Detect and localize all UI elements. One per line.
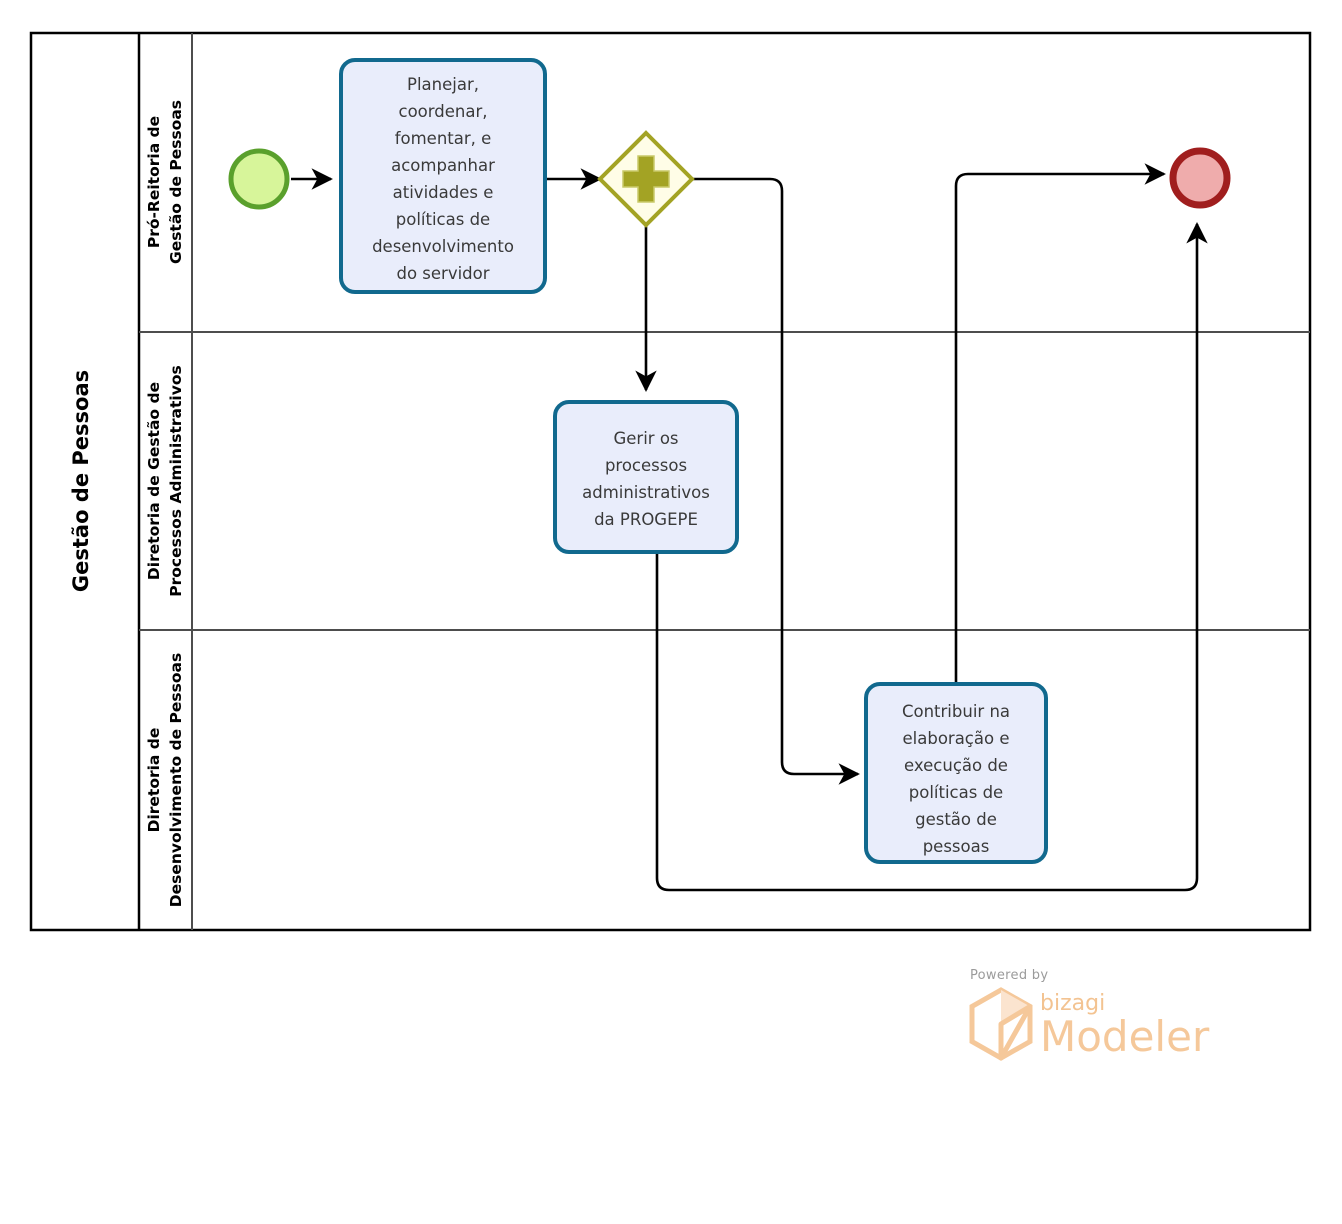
task-contribuir-line: gestão de bbox=[915, 810, 997, 829]
task-gerir-line: processos bbox=[605, 456, 687, 475]
plus-icon bbox=[622, 155, 670, 203]
task-gerir-line: Gerir os bbox=[613, 429, 678, 448]
end-event[interactable] bbox=[1169, 147, 1231, 209]
task-planejar-line: atividades e bbox=[393, 183, 494, 202]
task-planejar-line: do servidor bbox=[396, 264, 489, 283]
task-planejar-line: políticas de bbox=[396, 210, 490, 229]
flow-contribuir-to-end bbox=[954, 163, 1166, 688]
task-planejar[interactable]: Planejar, coordenar, fomentar, e acompan… bbox=[339, 58, 547, 294]
lane-label-line: Pró-Reitoria de bbox=[145, 116, 163, 248]
task-planejar-line: desenvolvimento bbox=[372, 237, 514, 256]
start-event[interactable] bbox=[228, 148, 290, 210]
lane-label-processos-administrativos: Diretoria de Gestão de Processos Adminis… bbox=[145, 365, 185, 596]
task-gerir-box[interactable] bbox=[553, 400, 739, 554]
task-planejar-line: coordenar, bbox=[399, 102, 488, 121]
task-planejar-box[interactable] bbox=[339, 58, 547, 294]
task-gerir-line: da PROGEPE bbox=[594, 510, 698, 529]
lane-label-line: Diretoria de Gestão de bbox=[145, 382, 163, 580]
parallel-gateway[interactable] bbox=[597, 130, 695, 228]
lane-label-line: Gestão de Pessoas bbox=[167, 100, 185, 264]
lane-label-line: Diretoria de bbox=[145, 728, 163, 833]
lane-label-desenvolvimento-pessoas: Diretoria de Desenvolvimento de Pessoas bbox=[145, 653, 185, 907]
pool-gestao-de-pessoas bbox=[29, 31, 1312, 932]
flow-gerir-to-end bbox=[655, 222, 1208, 892]
task-contribuir-line: elaboração e bbox=[903, 729, 1010, 748]
lane-label-line: Processos Administrativos bbox=[167, 365, 185, 596]
task-contribuir-line: pessoas bbox=[923, 837, 990, 856]
pool-outline bbox=[29, 31, 1312, 932]
task-gerir-line: administrativos bbox=[582, 483, 710, 502]
task-contribuir-line: execução de bbox=[904, 756, 1008, 775]
lane-label-line: Desenvolvimento de Pessoas bbox=[167, 653, 185, 907]
task-contribuir-box[interactable] bbox=[864, 682, 1048, 864]
task-contribuir-line: Contribuir na bbox=[902, 702, 1010, 721]
task-contribuir[interactable]: Contribuir na elaboração e execução de p… bbox=[864, 682, 1048, 864]
task-planejar-line: Planejar, bbox=[407, 75, 479, 94]
lane-label-pro-reitoria: Pró-Reitoria de Gestão de Pessoas bbox=[145, 100, 185, 264]
task-contribuir-line: políticas de bbox=[909, 783, 1003, 802]
flow-gateway-to-contribuir bbox=[692, 177, 860, 785]
task-planejar-line: acompanhar bbox=[391, 156, 495, 175]
pool-label: Gestão de Pessoas bbox=[69, 370, 93, 592]
sequence-flows bbox=[291, 163, 1208, 892]
task-planejar-line: fomentar, e bbox=[395, 129, 492, 148]
task-gerir[interactable]: Gerir os processos administrativos da PR… bbox=[553, 400, 739, 554]
